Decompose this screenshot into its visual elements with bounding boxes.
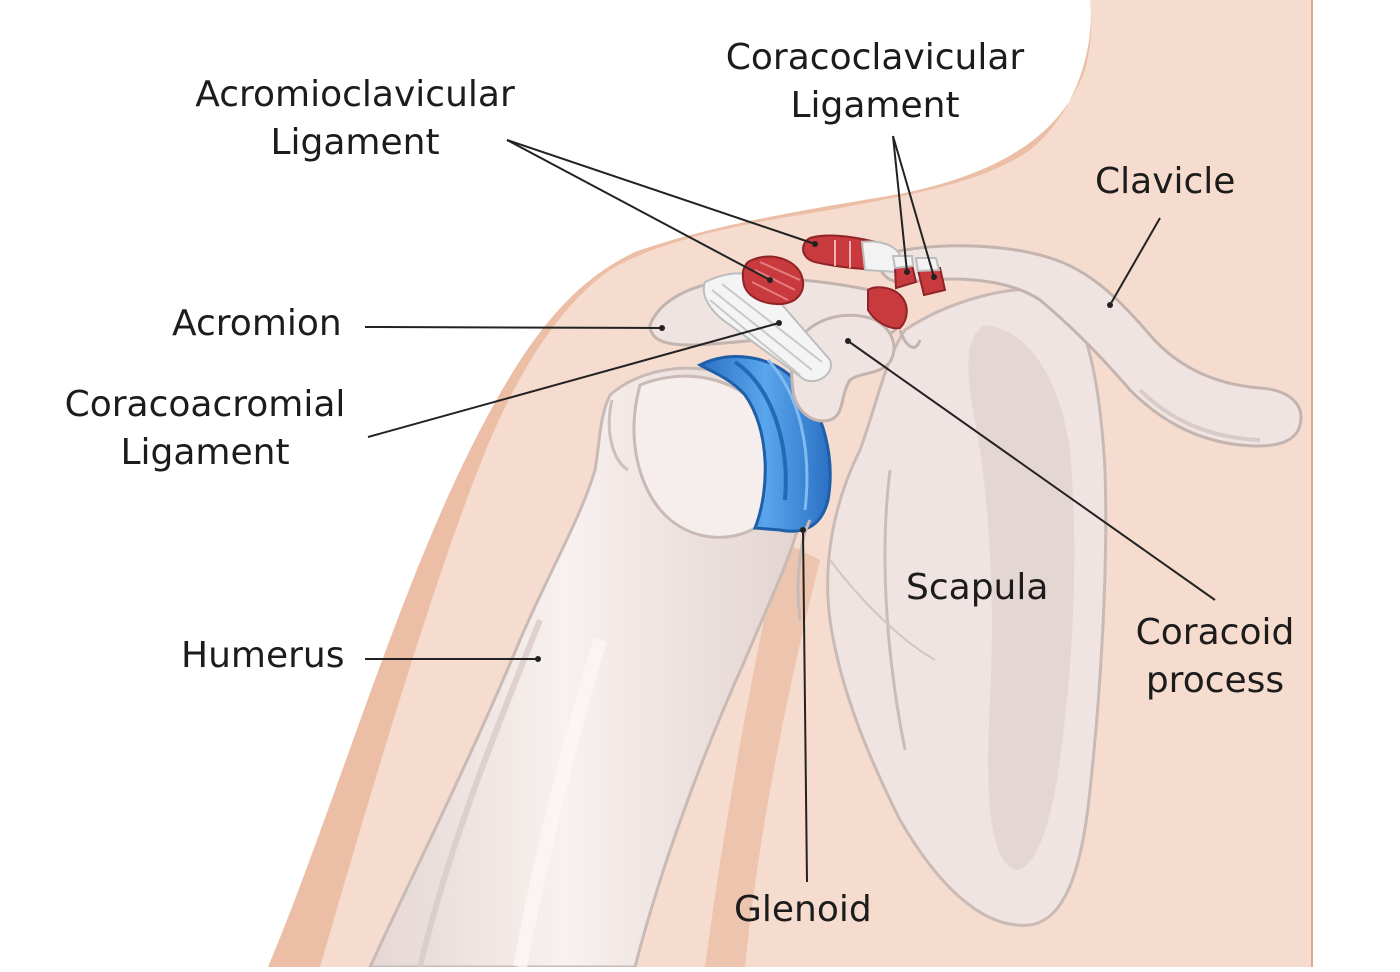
leader-end-dots — [535, 241, 1113, 662]
leader-coracoacromial — [367, 322, 780, 438]
label-coracoacromial-ligament: Coracoacromial Ligament — [50, 381, 360, 477]
leader-coracoclavicular-b — [892, 135, 935, 278]
label-coracoclavicular-line2: Ligament — [790, 85, 960, 126]
leader-acromioclavicular-a — [506, 139, 771, 281]
label-coracoclavicular-ligament: Coracoclavicular Ligament — [715, 34, 1035, 130]
underarm-shadow — [705, 540, 820, 967]
leader-coracoid — [847, 340, 1216, 601]
label-clavicle: Clavicle — [1095, 161, 1236, 202]
label-acromioclavicular-line1: Acromioclavicular — [195, 74, 515, 115]
scapula-fossa — [968, 325, 1075, 870]
leader-coracoclavicular-a — [892, 135, 908, 273]
leader-lines — [364, 135, 1216, 883]
label-humerus: Humerus — [181, 635, 345, 676]
leader-glenoid — [802, 529, 808, 883]
label-acromioclavicular-ligament: Acromioclavicular Ligament — [180, 71, 530, 167]
label-coracoclavicular-line1: Coracoclavicular — [725, 37, 1025, 78]
coracoclavicular-ligament — [867, 255, 947, 330]
leader-acromioclavicular-b — [506, 139, 816, 245]
label-coracoid-process: Coracoid process — [1120, 609, 1310, 705]
label-scapula: Scapula — [906, 567, 1049, 608]
leader-acromion — [364, 326, 663, 329]
acromioclavicular-ligament-upper — [802, 234, 902, 274]
label-coracoacromial-line2: Ligament — [120, 432, 290, 473]
label-acromioclavicular-line2: Ligament — [270, 122, 440, 163]
coracoid-bone — [789, 313, 896, 423]
label-acromion: Acromion — [172, 303, 342, 344]
label-coracoid-line2: process — [1145, 660, 1285, 701]
label-coracoid-line1: Coracoid — [1135, 612, 1295, 653]
clavicle-bone — [877, 244, 1303, 448]
label-coracoacromial-line1: Coracoacromial — [64, 384, 346, 425]
label-glenoid: Glenoid — [734, 889, 872, 930]
leader-clavicle — [1109, 217, 1161, 306]
